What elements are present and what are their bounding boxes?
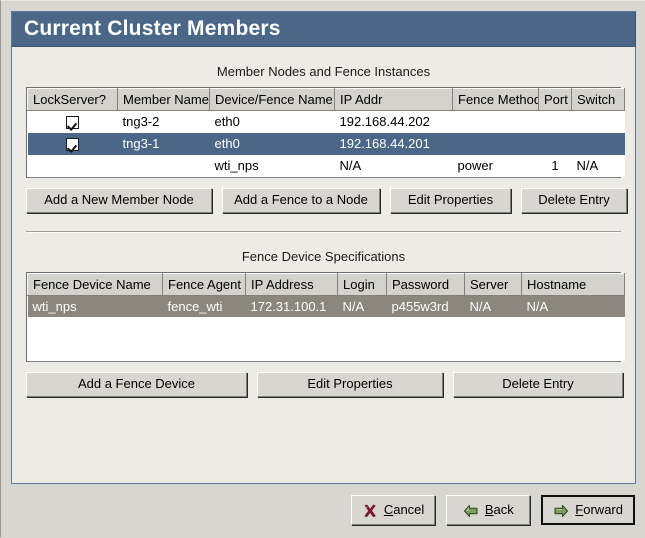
add-fence-to-node-button[interactable]: Add a Fence to a Node (222, 187, 380, 213)
col-header-ip-addr[interactable]: IP Addr (334, 88, 453, 111)
cell-ip-addr: 192.168.44.202 (334, 110, 453, 133)
cancel-button-label: Cancel (384, 497, 424, 523)
cell-login: N/A (337, 295, 387, 317)
cancel-button[interactable]: Cancel (350, 495, 436, 525)
member-nodes-body: tng3-2 eth0 192.168.44.202 tng3-1 eth0 (27, 110, 625, 177)
forward-button[interactable]: Forward (541, 495, 635, 525)
members-section-title: Member Nodes and Fence Instances (216, 64, 431, 79)
col-header-member-name[interactable]: Member Name (117, 88, 210, 111)
section-divider (26, 230, 621, 233)
dialog-titlebar: Current Cluster Members (11, 11, 636, 47)
arrow-right-icon (553, 502, 569, 518)
member-nodes-table[interactable]: LockServer? Member Name Device/Fence Nam… (26, 87, 625, 178)
cell-server: N/A (464, 295, 522, 317)
cell-switch (571, 110, 625, 133)
edit-properties-button-members[interactable]: Edit Properties (390, 187, 511, 213)
footer-button-group: Cancel Back Forward (350, 495, 635, 525)
cell-fence-agent: fence_wti (162, 295, 246, 317)
col-header-ip-address[interactable]: IP Address (245, 272, 338, 296)
cell-device-fence-name: eth0 (209, 110, 335, 133)
cell-lockserver[interactable] (27, 110, 118, 133)
table-header-row: LockServer? Member Name Device/Fence Nam… (27, 88, 625, 111)
cell-ip-addr: N/A (334, 154, 453, 177)
table-header-row: Fence Device Name Fence Agent IP Address… (27, 272, 625, 296)
fence-devices-body: wti_nps fence_wti 172.31.100.1 N/A p455w… (27, 295, 625, 361)
table-row[interactable]: wti_nps N/A power 1 N/A (27, 154, 625, 177)
cell-password: p455w3rd (386, 295, 465, 317)
col-header-server[interactable]: Server (464, 272, 522, 296)
lockserver-checkbox[interactable] (66, 116, 79, 130)
dialog-footer: Cancel Back Forward (1, 485, 645, 538)
cell-lockserver[interactable] (27, 154, 118, 177)
cell-fence-device-name: wti_nps (27, 295, 163, 317)
cell-port: 1 (538, 154, 572, 177)
fence-devices-table[interactable]: Fence Device Name Fence Agent IP Address… (26, 271, 625, 362)
table-row[interactable]: tng3-2 eth0 192.168.44.202 (27, 110, 625, 133)
col-header-device-fence-name[interactable]: Device/Fence Name (209, 88, 335, 111)
cell-fence-method (452, 132, 539, 155)
cell-ip-addr: 192.168.44.201 (334, 132, 453, 155)
cell-port (538, 132, 572, 155)
dialog-content: Member Nodes and Fence Instances LockSer… (11, 47, 636, 484)
member-nodes-button-row: Add a New Member Node Add a Fence to a N… (26, 187, 627, 213)
col-header-port[interactable]: Port (538, 88, 572, 111)
arrow-left-icon (463, 502, 479, 518)
cell-fence-method: power (452, 154, 539, 177)
cell-member-name: tng3-2 (117, 110, 210, 133)
col-header-fence-device-name[interactable]: Fence Device Name (27, 272, 163, 296)
col-header-fence-agent[interactable]: Fence Agent (162, 272, 246, 296)
add-new-member-node-button[interactable]: Add a New Member Node (26, 187, 212, 213)
col-header-fence-method[interactable]: Fence Method (452, 88, 539, 111)
table-row[interactable]: wti_nps fence_wti 172.31.100.1 N/A p455w… (27, 295, 625, 317)
col-header-login[interactable]: Login (337, 272, 387, 296)
col-header-hostname[interactable]: Hostname (521, 272, 625, 296)
cancel-x-icon (362, 502, 378, 518)
fence-section-title: Fence Device Specifications (241, 248, 406, 264)
col-header-lockserver[interactable]: LockServer? (27, 88, 118, 111)
cell-member-name (117, 154, 210, 177)
forward-button-label: Forward (575, 497, 623, 523)
cell-switch (571, 132, 625, 155)
cancel-label-rest: ancel (393, 502, 425, 517)
member-nodes-grid: LockServer? Member Name Device/Fence Nam… (27, 88, 625, 177)
page-title: Current Cluster Members (24, 17, 281, 40)
edit-properties-button-fence[interactable]: Edit Properties (257, 372, 443, 397)
cell-member-name: tng3-1 (117, 132, 210, 155)
back-label-rest: ack (493, 502, 514, 517)
cell-switch: N/A (571, 154, 625, 177)
delete-entry-button-fence[interactable]: Delete Entry (453, 372, 623, 397)
cell-hostname: N/A (521, 295, 625, 317)
col-header-switch[interactable]: Switch (571, 88, 625, 111)
forward-mnemonic: F (575, 502, 584, 517)
cell-port (538, 110, 572, 133)
back-mnemonic: B (484, 502, 494, 517)
col-header-password[interactable]: Password (386, 272, 465, 296)
empty-cell (27, 317, 625, 361)
cell-device-fence-name: wti_nps (209, 154, 335, 177)
cell-fence-method (452, 110, 539, 133)
table-row[interactable]: tng3-1 eth0 192.168.44.201 (27, 132, 625, 155)
lockserver-checkbox[interactable] (66, 138, 79, 152)
delete-entry-button-members[interactable]: Delete Entry (521, 187, 627, 213)
add-fence-device-button[interactable]: Add a Fence Device (26, 372, 247, 397)
cell-device-fence-name: eth0 (209, 132, 335, 155)
cell-ip-address: 172.31.100.1 (245, 295, 338, 317)
back-button[interactable]: Back (446, 495, 531, 525)
fence-devices-button-row: Add a Fence Device Edit Properties Delet… (26, 372, 623, 397)
cancel-mnemonic: C (383, 502, 394, 517)
forward-label-rest: orward (583, 502, 623, 517)
cell-lockserver[interactable] (27, 132, 118, 155)
table-empty-space[interactable] (27, 317, 625, 361)
fence-devices-grid: Fence Device Name Fence Agent IP Address… (27, 272, 625, 361)
back-button-label: Back (485, 497, 514, 523)
